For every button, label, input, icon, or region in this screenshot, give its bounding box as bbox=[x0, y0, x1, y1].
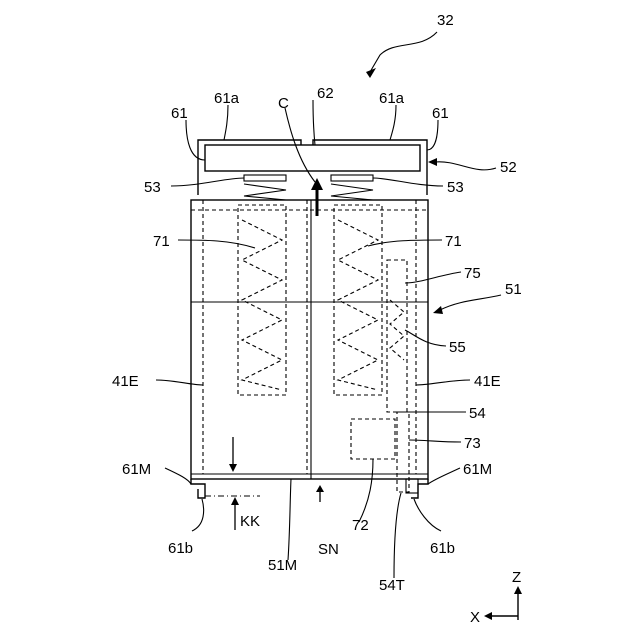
label-61m-right: 61M bbox=[463, 461, 492, 478]
label-55: 55 bbox=[449, 339, 466, 356]
spring-left bbox=[244, 175, 286, 200]
axis-indicator bbox=[484, 586, 522, 620]
arrow-down bbox=[229, 437, 237, 472]
upper-frame bbox=[198, 140, 427, 195]
label-axis-x: X bbox=[470, 609, 480, 626]
label-53-right: 53 bbox=[447, 179, 464, 196]
member-54 bbox=[387, 260, 418, 493]
label-kk: KK bbox=[240, 513, 260, 530]
label-41e-right: 41E bbox=[474, 373, 501, 390]
block-72 bbox=[351, 419, 395, 459]
label-75: 75 bbox=[464, 265, 481, 282]
label-71-right: 71 bbox=[445, 233, 462, 250]
label-61a-right: 61a bbox=[379, 90, 405, 107]
foot-right bbox=[411, 479, 428, 498]
label-41e-left: 41E bbox=[112, 373, 139, 390]
label-61b-right: 61b bbox=[430, 540, 455, 557]
top-bar bbox=[205, 145, 420, 171]
label-71-left: 71 bbox=[153, 233, 170, 250]
label-61m-left: 61M bbox=[122, 461, 151, 478]
foot-left bbox=[191, 479, 205, 498]
label-c: C bbox=[278, 95, 289, 112]
cavity-left bbox=[238, 205, 286, 395]
label-32: 32 bbox=[437, 12, 454, 29]
label-51m: 51M bbox=[268, 557, 297, 574]
label-51: 51 bbox=[505, 281, 522, 298]
label-54: 54 bbox=[469, 405, 486, 422]
label-sn: SN bbox=[318, 541, 339, 558]
cavity-right bbox=[334, 205, 382, 395]
label-53-left: 53 bbox=[144, 179, 161, 196]
label-axis-z: Z bbox=[512, 569, 521, 586]
label-61-right: 61 bbox=[432, 105, 449, 122]
arrow-kk bbox=[231, 497, 239, 530]
arrow-sn bbox=[316, 485, 324, 502]
label-54t: 54T bbox=[379, 577, 405, 594]
label-61-left: 61 bbox=[171, 105, 188, 122]
label-72: 72 bbox=[352, 517, 369, 534]
label-62: 62 bbox=[317, 85, 334, 102]
label-73: 73 bbox=[464, 435, 481, 452]
spring-right bbox=[331, 175, 373, 200]
label-52: 52 bbox=[500, 159, 517, 176]
label-61a-left: 61a bbox=[214, 90, 240, 107]
label-61b-left: 61b bbox=[168, 540, 193, 557]
